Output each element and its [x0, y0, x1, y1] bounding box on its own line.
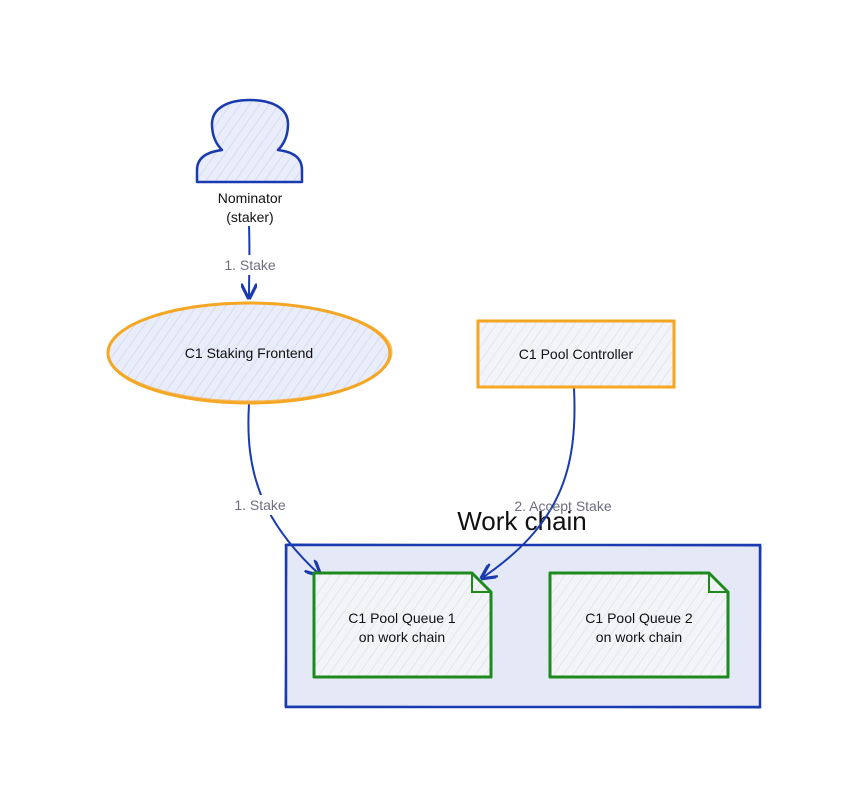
nominator-label: Nominator: [218, 190, 283, 206]
edge-label-stake-2: 1. Stake: [234, 497, 286, 513]
edge-frontend-to-queue1: 1. Stake: [226, 403, 320, 575]
pool-controller-node: C1 Pool Controller: [476, 319, 676, 389]
pool-queue-1-label: C1 Pool Queue 1: [348, 610, 456, 626]
edge-label-stake-1: 1. Stake: [224, 257, 276, 273]
staking-frontend-label: C1 Staking Frontend: [185, 345, 313, 361]
pool-queue-2-sublabel: on work chain: [596, 629, 682, 645]
nominator-actor: Nominator (staker): [195, 98, 304, 225]
pool-queue-1-sublabel: on work chain: [359, 629, 445, 645]
edge-controller-to-queue1: 2. Accept Stake: [482, 387, 612, 578]
edge-actor-to-frontend: 1. Stake: [216, 225, 282, 298]
person-icon: [195, 98, 304, 184]
nominator-sublabel: (staker): [226, 209, 273, 225]
staking-frontend-node: C1 Staking Frontend: [106, 301, 393, 405]
edge-label-accept-stake: 2. Accept Stake: [514, 498, 611, 514]
pool-queue-1-node: C1 Pool Queue 1 on work chain: [312, 571, 493, 679]
pool-controller-label: C1 Pool Controller: [519, 346, 634, 362]
work-chain-label: Work chain: [457, 506, 587, 536]
pool-queue-2-node: C1 Pool Queue 2 on work chain: [548, 571, 730, 679]
pool-queue-2-label: C1 Pool Queue 2: [585, 610, 693, 626]
